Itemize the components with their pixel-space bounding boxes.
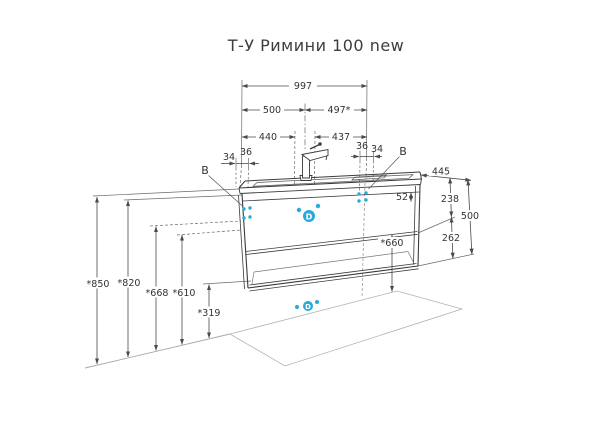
basin-deck xyxy=(351,174,388,181)
dimension-lines xyxy=(94,83,474,365)
dim-right-offset-inner: 36 xyxy=(356,141,368,152)
dim-cabinet-bottom-height: *319 xyxy=(198,308,221,319)
faucet-spout xyxy=(300,148,329,161)
dim-upper-drawer-height: *668 xyxy=(146,288,169,299)
drain-letter-bottom: D xyxy=(305,303,311,311)
basin-outline xyxy=(252,174,414,187)
right-mounting-holes xyxy=(357,191,368,203)
top-gap-line xyxy=(242,191,420,202)
floor-line xyxy=(84,333,231,369)
dim-overall-width: 997 xyxy=(294,81,312,92)
dim-drawer-height: *660 xyxy=(381,238,404,249)
dim-lower-drawer-height: *610 xyxy=(173,288,196,299)
vanity-cabinet xyxy=(208,142,422,292)
faucet-lever-knob xyxy=(318,142,322,146)
floor-projection xyxy=(228,290,464,367)
drain-letter-top: D xyxy=(306,213,313,222)
drawing-title: Т-У Римини 100 new xyxy=(227,36,405,55)
left-mounting-holes xyxy=(242,206,252,220)
faucet xyxy=(299,142,329,181)
label-backgrounds xyxy=(84,81,482,318)
dim-total-height: 500 xyxy=(461,211,479,222)
dim-left-to-basin: 440 xyxy=(259,132,277,143)
left-callout-leader xyxy=(208,175,244,207)
right-callout-leader xyxy=(368,156,400,190)
drawer-divider xyxy=(245,231,418,252)
dim-depth: 445 xyxy=(432,167,450,178)
dim-left-offset-inner: 36 xyxy=(240,147,252,158)
drain-marker-bottom xyxy=(295,300,319,311)
faucet-nose xyxy=(325,155,328,161)
dim-cabinet-top-height: *820 xyxy=(118,278,141,289)
mounting-markers xyxy=(242,191,368,311)
callout-left-b: В xyxy=(201,164,209,177)
dim-worktop-height: *850 xyxy=(87,279,110,290)
dim-left-offset-outer: 34 xyxy=(223,152,235,163)
floor-lines xyxy=(84,290,464,369)
dim-lower-height: 262 xyxy=(442,233,460,244)
dim-right-offset-outer: 34 xyxy=(371,144,383,155)
dim-axis-to-right: 497* xyxy=(328,105,351,116)
drain-marker-top xyxy=(296,203,321,222)
dim-left-to-axis: 500 xyxy=(263,105,281,116)
dim-top-rail: 52 xyxy=(396,192,408,203)
callout-right-b: В xyxy=(399,145,407,158)
dim-basin-to-right: 437 xyxy=(332,132,350,143)
dimension-labels: 997 500 497* 440 437 34 36 36 34 В В 445… xyxy=(87,81,480,319)
washbasin-countertop xyxy=(238,171,422,194)
dim-upper-height: 238 xyxy=(441,194,459,205)
faucet-lever xyxy=(309,143,320,150)
